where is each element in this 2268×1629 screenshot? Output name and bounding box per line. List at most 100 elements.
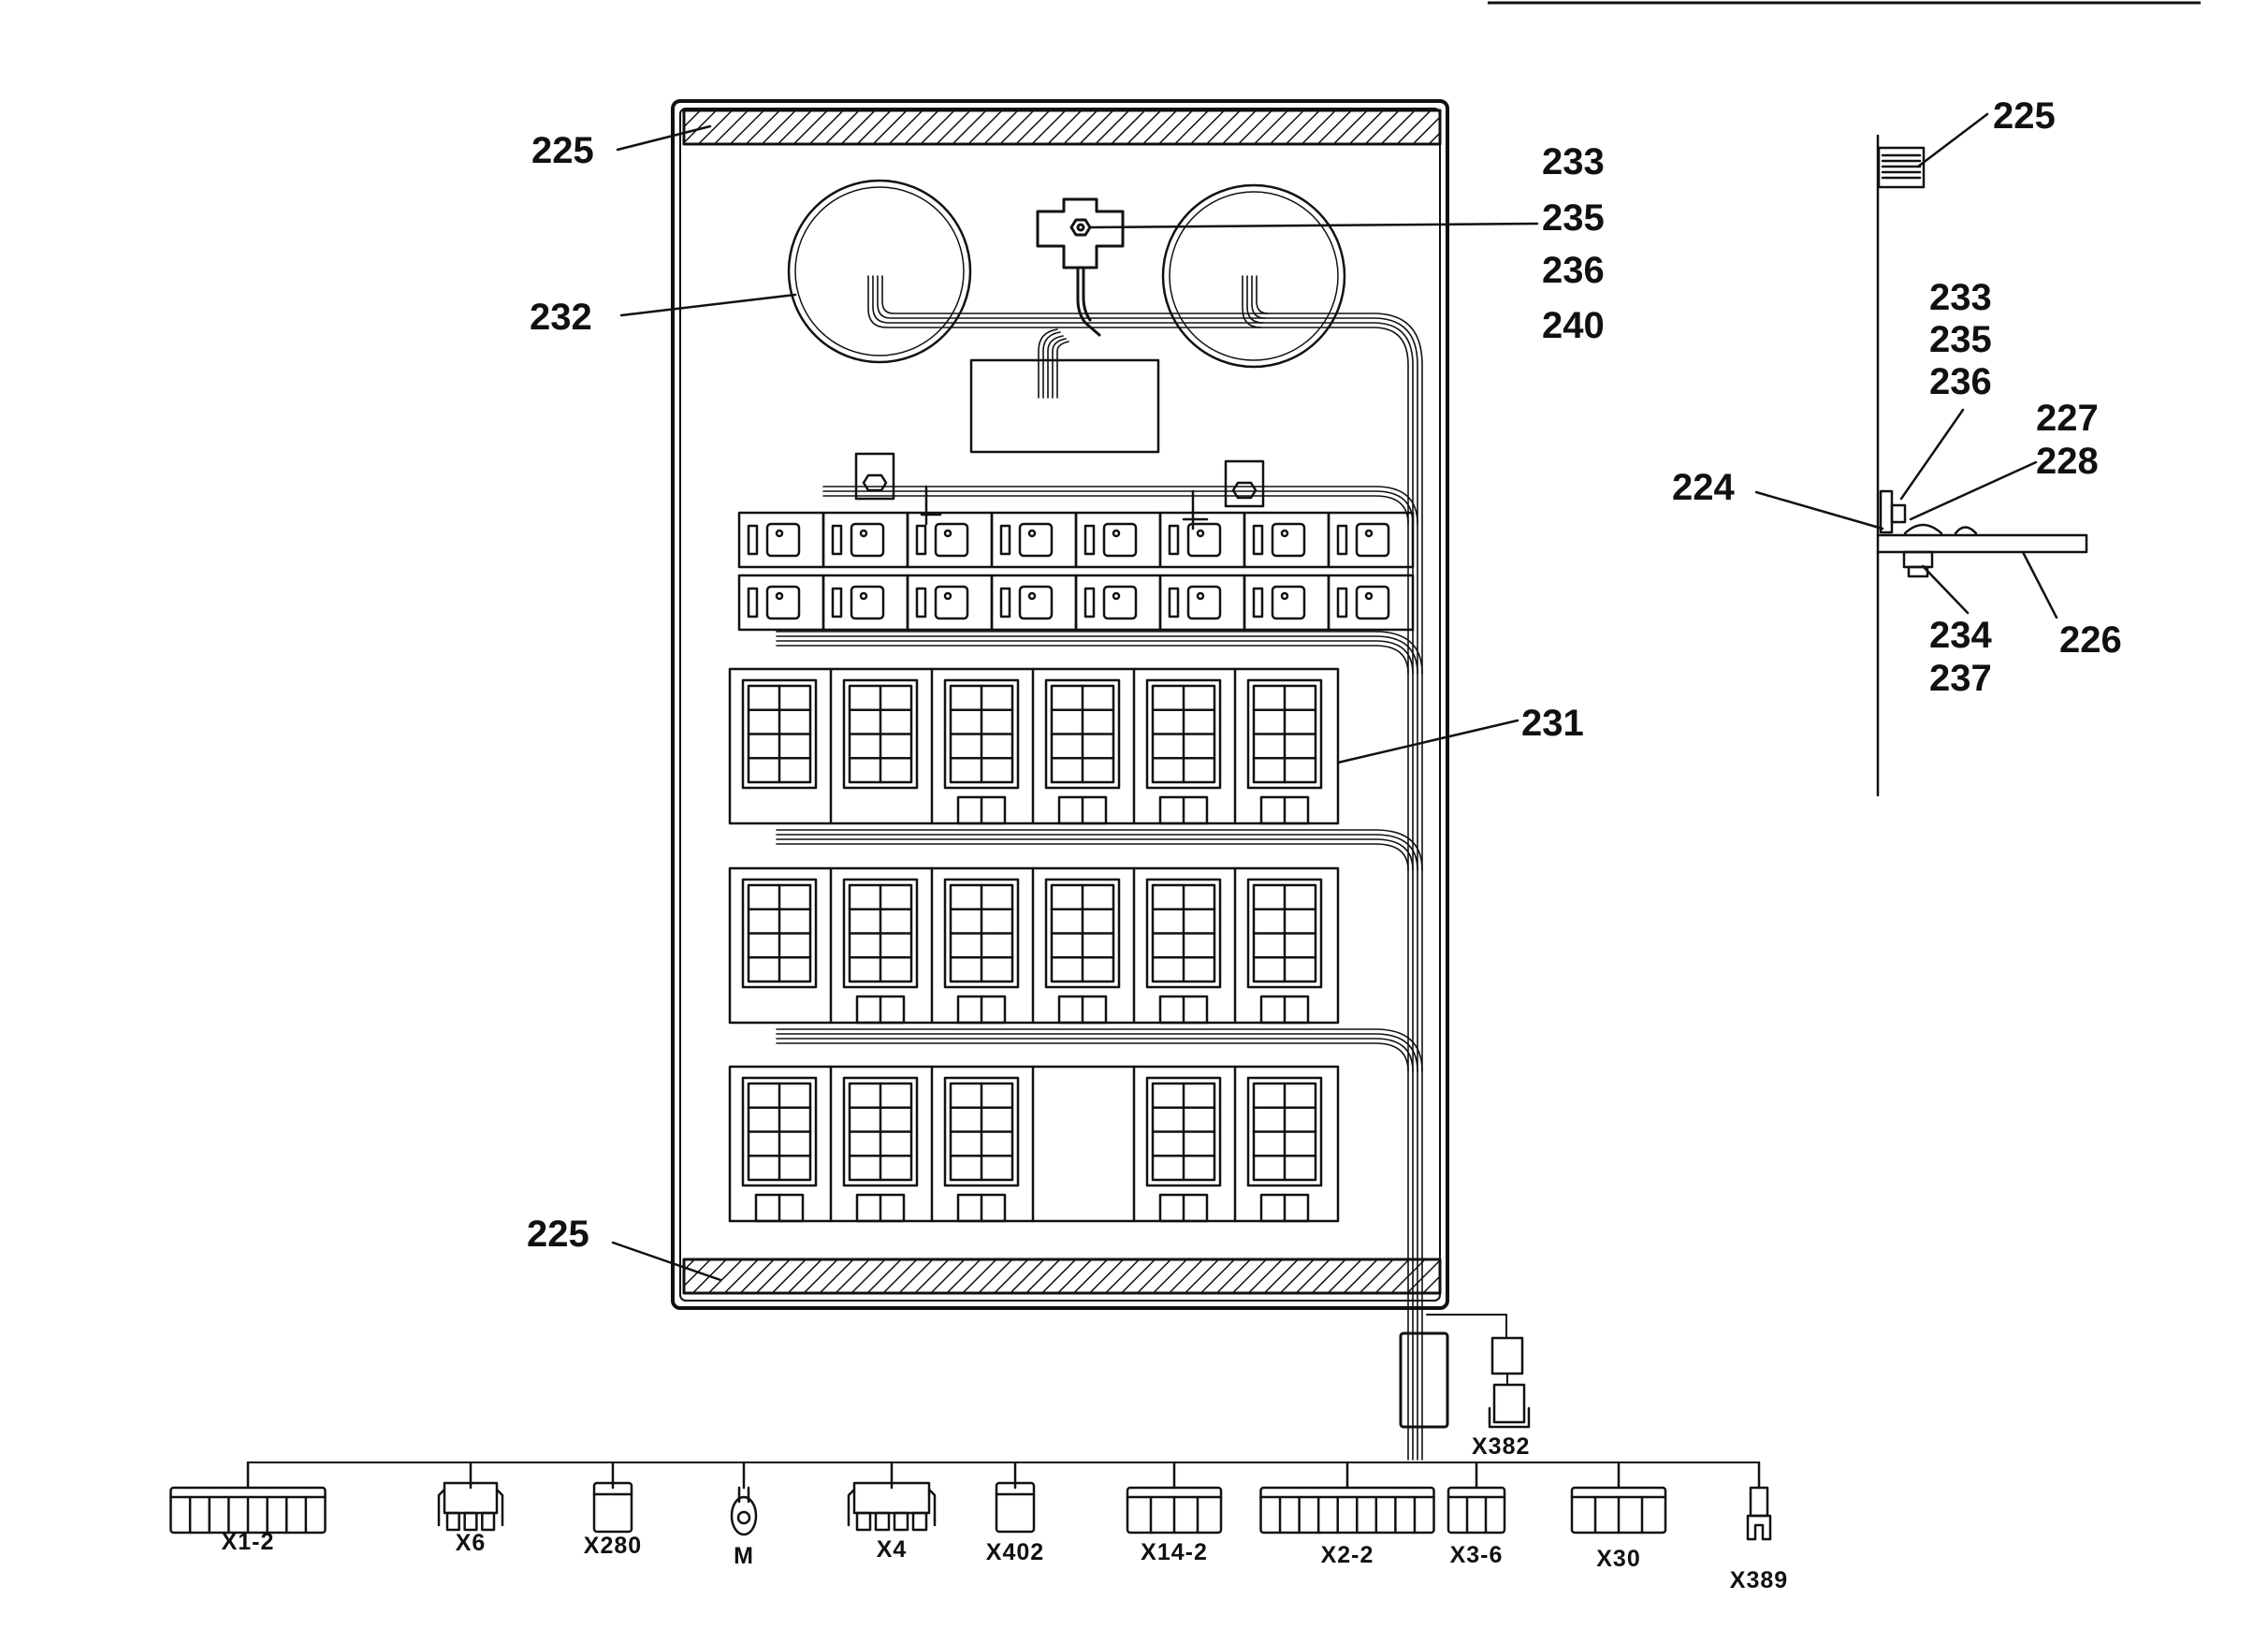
connector-x4 (847, 1461, 937, 1532)
relay (943, 1076, 1020, 1223)
connector-label: X3-6 (1450, 1542, 1504, 1568)
callout-side-237: 237 (1929, 658, 1992, 699)
relay (1044, 678, 1121, 825)
fuse (821, 574, 909, 632)
callout-240: 240 (1542, 305, 1605, 346)
bottom-mounting-rail (682, 1258, 1442, 1295)
callout-235: 235 (1542, 197, 1605, 239)
fuse (1074, 511, 1162, 569)
fuse-clamp-right (1182, 459, 1265, 531)
callout-side-235: 235 (1929, 319, 1992, 360)
connector-x2-2 (1259, 1461, 1435, 1534)
connector-label: X389 (1730, 1567, 1788, 1593)
connector-label: X280 (584, 1533, 642, 1559)
fuse (906, 511, 994, 569)
relay (1145, 1076, 1222, 1223)
callout-side-225: 225 (1993, 95, 2056, 137)
cross-bracket (1036, 197, 1125, 337)
connector-group (169, 1461, 1772, 1541)
callout-232: 232 (530, 297, 592, 338)
x382-plug (1490, 1336, 1524, 1375)
callout-side-233: 233 (1929, 277, 1992, 318)
connector-label: X4 (877, 1536, 908, 1563)
connector-label: X14-2 (1141, 1539, 1208, 1565)
callout-side-224: 224 (1672, 467, 1735, 508)
fuse (1327, 574, 1415, 632)
callout-231: 231 (1521, 703, 1584, 744)
fuse (1158, 511, 1246, 569)
connector-x280 (592, 1461, 633, 1534)
control-module (969, 358, 1160, 454)
callout-225-top: 225 (531, 130, 594, 171)
side-rail-225 (1877, 146, 1926, 189)
connector-x6 (437, 1461, 504, 1532)
relay (1246, 1076, 1323, 1223)
relay (1246, 878, 1323, 1025)
connector-x3-6 (1447, 1461, 1506, 1534)
callout-225-bottom: 225 (527, 1214, 589, 1255)
relay (741, 878, 818, 989)
wire-harness (776, 275, 1423, 1461)
callout-233: 233 (1542, 141, 1605, 182)
relay (1145, 678, 1222, 825)
fuse (1074, 574, 1162, 632)
callout-labels: 225 232 233 235 236 240 231 225 225 233 … (527, 95, 2122, 1460)
relay-bank-2 (728, 866, 1340, 1025)
connector-x14-2 (1126, 1461, 1223, 1534)
fuse (1158, 574, 1246, 632)
connector-label: X30 (1596, 1546, 1640, 1572)
relay-bank-1 (728, 667, 1340, 825)
fuse (990, 574, 1078, 632)
relay (1044, 878, 1121, 1025)
fuse (737, 511, 825, 569)
connector-x1-2 (169, 1461, 327, 1534)
fuse (1327, 511, 1415, 569)
fuse (821, 511, 909, 569)
relay-bank-3 (728, 1065, 1340, 1223)
callout-side-228: 228 (2036, 441, 2099, 482)
panel-board (671, 99, 1449, 1310)
callout-side-226: 226 (2059, 619, 2122, 661)
left-cable-coil (787, 179, 972, 364)
side-view-detail (1876, 134, 2088, 797)
fuse (1243, 574, 1330, 632)
fuse-row-1 (737, 511, 1415, 569)
side-bracket-assembly (1876, 489, 2088, 578)
x382-socket (1488, 1383, 1531, 1429)
callout-236: 236 (1542, 250, 1605, 291)
relay (741, 1076, 818, 1223)
relay (943, 878, 1020, 1025)
relay (1145, 878, 1222, 1025)
connector-x30 (1570, 1461, 1667, 1534)
fuse-clamp-left (854, 452, 942, 526)
connector-m (730, 1461, 758, 1536)
connector-label-x382: X382 (1472, 1433, 1530, 1460)
connector-label: M (734, 1543, 754, 1569)
callout-side-234: 234 (1929, 615, 1992, 656)
fuse (906, 574, 994, 632)
relay (842, 678, 919, 790)
relay (842, 1076, 919, 1223)
connector-label: X402 (986, 1539, 1044, 1565)
fuse (990, 511, 1078, 569)
connector-label: X2-2 (1321, 1542, 1374, 1568)
fuse (1243, 511, 1330, 569)
connector-x389 (1746, 1461, 1772, 1541)
relay (943, 678, 1020, 825)
right-cable-coil (1161, 183, 1346, 369)
connector-label: X1-2 (222, 1529, 275, 1555)
connector-label: X6 (456, 1530, 487, 1556)
relay (741, 678, 818, 790)
connector-x402 (995, 1461, 1036, 1534)
fuse-row-2 (737, 574, 1415, 632)
top-mounting-rail (682, 109, 1442, 146)
leader-lines (611, 112, 2058, 1282)
inline-connector-housing (1399, 1331, 1449, 1429)
fuse (737, 574, 825, 632)
relay (1246, 678, 1323, 825)
callout-side-227: 227 (2036, 398, 2099, 439)
panel-inner-edge (679, 108, 1441, 1302)
